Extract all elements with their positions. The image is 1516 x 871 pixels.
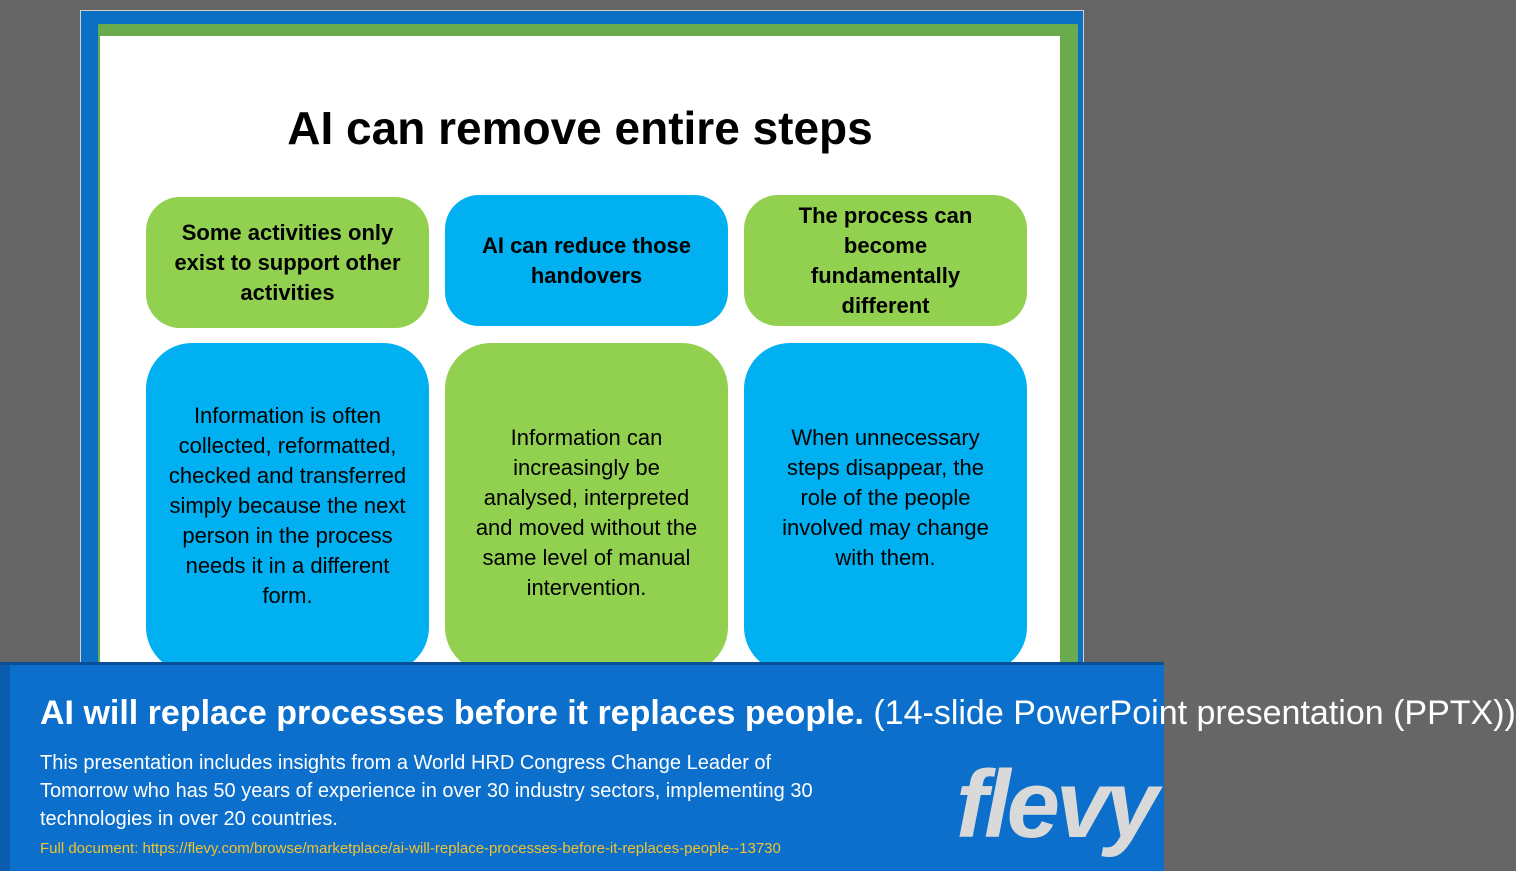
column-2-body: Information can increasingly be analysed… [445,343,728,673]
column-2-body-text: Information can increasingly be analysed… [475,425,698,600]
banner-title-main: AI will replace processes before it repl… [40,694,864,732]
banner-description: This presentation includes insights from… [40,752,813,830]
column-3-heading: The process can become fundamentally dif… [744,195,1027,326]
slide: AI can remove entire steps Some activiti… [80,10,1084,686]
column-2-heading: AI can reduce those handovers [445,195,728,326]
flevy-logo[interactable]: flevy [956,751,1159,858]
column-3-body-text: When unnecessary steps disappear, the ro… [782,425,989,570]
column-3-heading-text: The process can become fundamentally dif… [798,202,973,318]
full-document-link[interactable]: Full document: https://flevy.com/browse/… [40,840,781,857]
slide-content: AI can remove entire steps Some activiti… [100,36,1060,686]
column-1-heading: Some activities only exist to support ot… [146,197,429,328]
column-1-body: Information is often collected, reformat… [146,343,429,673]
slide-title: AI can remove entire steps [287,102,873,154]
column-3-body: When unnecessary steps disappear, the ro… [744,343,1027,673]
column-2-heading-text: AI can reduce those handovers [481,232,692,288]
column-1-body-text: Information is often collected, reformat… [168,403,407,608]
document-banner: AI will replace processes before it repl… [0,662,1516,871]
screen: AI can remove entire steps Some activiti… [0,10,1516,871]
banner-accent-strip [0,665,10,871]
banner-title-format: (14-slide PowerPoint presentation (PPTX)… [863,694,1516,732]
column-1-heading-text: Some activities only exist to support ot… [174,219,401,305]
banner-title[interactable]: AI will replace processes before it repl… [40,691,1516,735]
